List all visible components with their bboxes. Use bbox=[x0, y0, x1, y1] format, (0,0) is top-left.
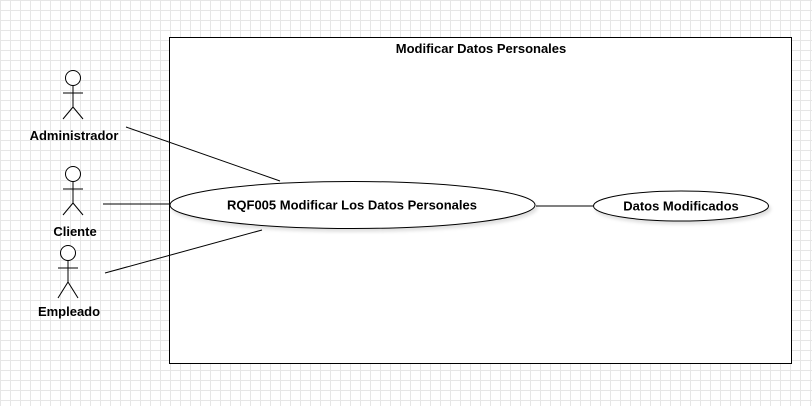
use-case-rqf005[interactable]: RQF005 Modificar Los Datos Personales bbox=[169, 181, 536, 229]
use-case-rqf005-shape bbox=[169, 181, 536, 229]
actor-administrador[interactable] bbox=[62, 70, 84, 120]
actor-empleado[interactable] bbox=[57, 245, 79, 299]
association-empleado-rqf005[interactable] bbox=[104, 229, 263, 274]
actor-empleado-label: Empleado bbox=[38, 304, 100, 319]
actor-empleado-head-icon bbox=[60, 245, 76, 261]
association-administrador-rqf005[interactable] bbox=[125, 126, 281, 182]
actor-cliente-head-icon bbox=[65, 166, 81, 182]
use-case-datos-modificados-shape bbox=[593, 190, 769, 222]
actor-empleado-leg-left bbox=[57, 281, 69, 299]
actor-empleado-leg-right bbox=[67, 281, 79, 299]
actor-administrador-label: Administrador bbox=[30, 128, 119, 143]
actor-administrador-leg-left bbox=[62, 106, 74, 120]
actor-administrador-head-icon bbox=[65, 70, 81, 86]
actor-cliente[interactable] bbox=[62, 166, 84, 216]
use-case-datos-modificados-label: Datos Modificados bbox=[623, 199, 739, 214]
actor-administrador-leg-right bbox=[72, 106, 84, 120]
use-case-datos-modificados[interactable]: Datos Modificados bbox=[593, 190, 769, 222]
actor-cliente-leg-left bbox=[62, 202, 74, 216]
associations bbox=[103, 126, 594, 274]
actor-cliente-label: Cliente bbox=[53, 224, 96, 239]
actor-cliente-leg-right bbox=[72, 202, 84, 216]
system-boundary-title: Modificar Datos Personales bbox=[396, 41, 567, 56]
use-case-rqf005-label: RQF005 Modificar Los Datos Personales bbox=[227, 198, 477, 213]
